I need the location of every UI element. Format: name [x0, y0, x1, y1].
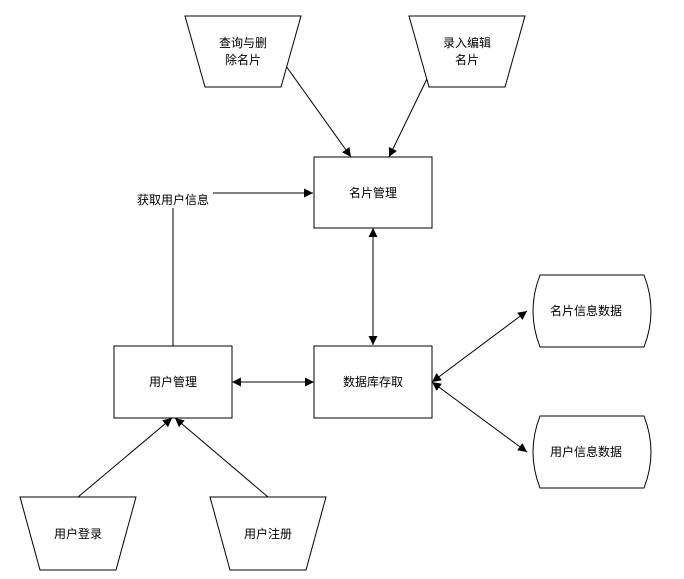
node-input-edit-cards: 录入编辑 名片 — [408, 15, 526, 88]
edge-label-get-user-info-text: 获取用户信息 — [137, 192, 209, 207]
edges — [77, 51, 528, 498]
node-user-login: 用户登录 — [19, 496, 137, 571]
node-user-management-label: 用户管理 — [149, 374, 197, 389]
node-database-access-label: 数据库存取 — [343, 374, 403, 389]
edge-user-login-to-user-mgmt — [77, 417, 173, 498]
node-database-access: 数据库存取 — [313, 345, 433, 419]
node-input-edit-line-2: 名片 — [455, 52, 479, 67]
edge-label-get-user-info: 获取用户信息 — [133, 192, 213, 208]
node-query-delete-line-2: 除名片 — [225, 52, 261, 67]
node-query-delete-line-1: 查询与删 — [219, 36, 267, 50]
node-card-info-data: 名片信息数据 — [532, 274, 652, 348]
node-user-info-data-label: 用户信息数据 — [550, 444, 622, 459]
node-query-delete-cards: 查询与删 除名片 — [184, 15, 302, 88]
node-input-edit-line-1: 录入编辑 — [443, 35, 491, 50]
node-user-register: 用户注册 — [209, 496, 327, 571]
edge-user-register-to-user-mgmt — [174, 417, 269, 498]
edge-db-access-user-info-data — [431, 381, 528, 453]
node-card-info-data-label: 名片信息数据 — [550, 303, 622, 318]
node-card-management: 名片管理 — [313, 156, 433, 229]
node-user-register-label: 用户注册 — [244, 526, 292, 541]
node-user-login-label: 用户登录 — [54, 526, 102, 541]
node-card-management-label: 名片管理 — [349, 185, 397, 200]
edge-user-mgmt-to-card-mgmt — [172, 188, 313, 346]
node-user-info-data: 用户信息数据 — [532, 415, 652, 489]
edge-query-to-card-mgmt — [275, 51, 352, 158]
node-user-management: 用户管理 — [113, 345, 233, 419]
edge-db-access-card-info-data — [431, 310, 528, 383]
